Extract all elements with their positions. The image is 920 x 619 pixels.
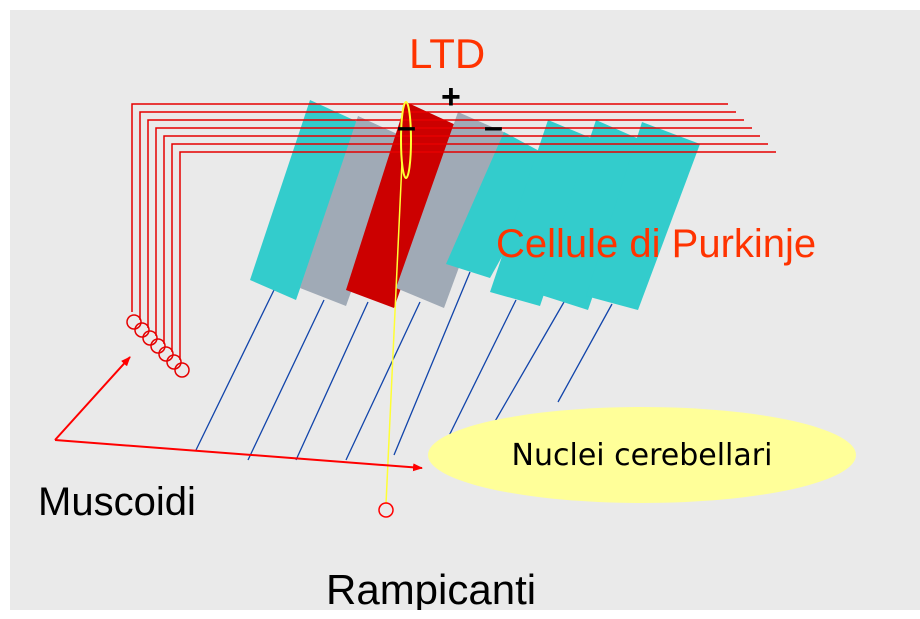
purkinje-cell (396, 112, 508, 308)
parallel-fiber (147, 119, 744, 328)
ltd-label: LTD (409, 30, 486, 77)
parallel-fiber (171, 143, 768, 352)
parallel-fiber (139, 111, 736, 320)
plus-sign: + (441, 78, 461, 116)
purkinje-cell (490, 120, 596, 306)
purkinje-axon (247, 299, 325, 461)
mossy-fiber-terminal (126, 314, 142, 330)
climbing-fiber-origin (378, 502, 394, 518)
purkinje-cell (250, 100, 358, 300)
minus-sign-right: – (484, 108, 503, 146)
mossy-fiber-terminal (174, 362, 190, 378)
climbing-fiber (385, 161, 403, 505)
purkinje-cell (586, 122, 700, 310)
purkinje-cell (446, 132, 556, 278)
diagram-canvas: LTD + – – Cellule di Purkinje Nuclei cer… (10, 10, 920, 610)
cerebellum-circuit-diagram (54, 100, 776, 518)
purkinje-cell (300, 116, 406, 306)
parallel-fiber (131, 103, 728, 312)
purkinje-axon (489, 301, 565, 431)
cerebellar-nuclei-label: Nuclei cerebellari (428, 407, 856, 503)
purkinje-cell (346, 102, 458, 308)
mossy-fiber-terminal (158, 346, 174, 362)
mossy-fiber-terminal (166, 354, 182, 370)
parallel-fiber (155, 127, 752, 336)
parallel-fiber (179, 151, 776, 360)
climbing-fiber-terminal (400, 101, 412, 179)
purkinje-axon (345, 301, 421, 461)
minus-sign-left: – (397, 108, 416, 146)
purkinje-cells-label: Cellule di Purkinje (496, 222, 817, 266)
climbing-fibers-label: Rampicanti (326, 566, 537, 610)
arrow-to-nuclei (54, 439, 423, 472)
purkinje-cell (538, 120, 646, 310)
parallel-fiber (163, 135, 760, 344)
mossy-fiber-terminal (142, 330, 158, 346)
purkinje-axon (441, 299, 517, 451)
mossy-fibers-label: Muscoidi (38, 480, 196, 524)
mossy-fiber-terminal (134, 322, 150, 338)
arrow-to-mossy-terminals (54, 356, 131, 441)
purkinje-axon (557, 303, 613, 403)
purkinje-axon (393, 271, 471, 456)
mossy-fiber-terminal (150, 338, 166, 354)
purkinje-axon (195, 289, 275, 451)
purkinje-axon (295, 301, 369, 461)
